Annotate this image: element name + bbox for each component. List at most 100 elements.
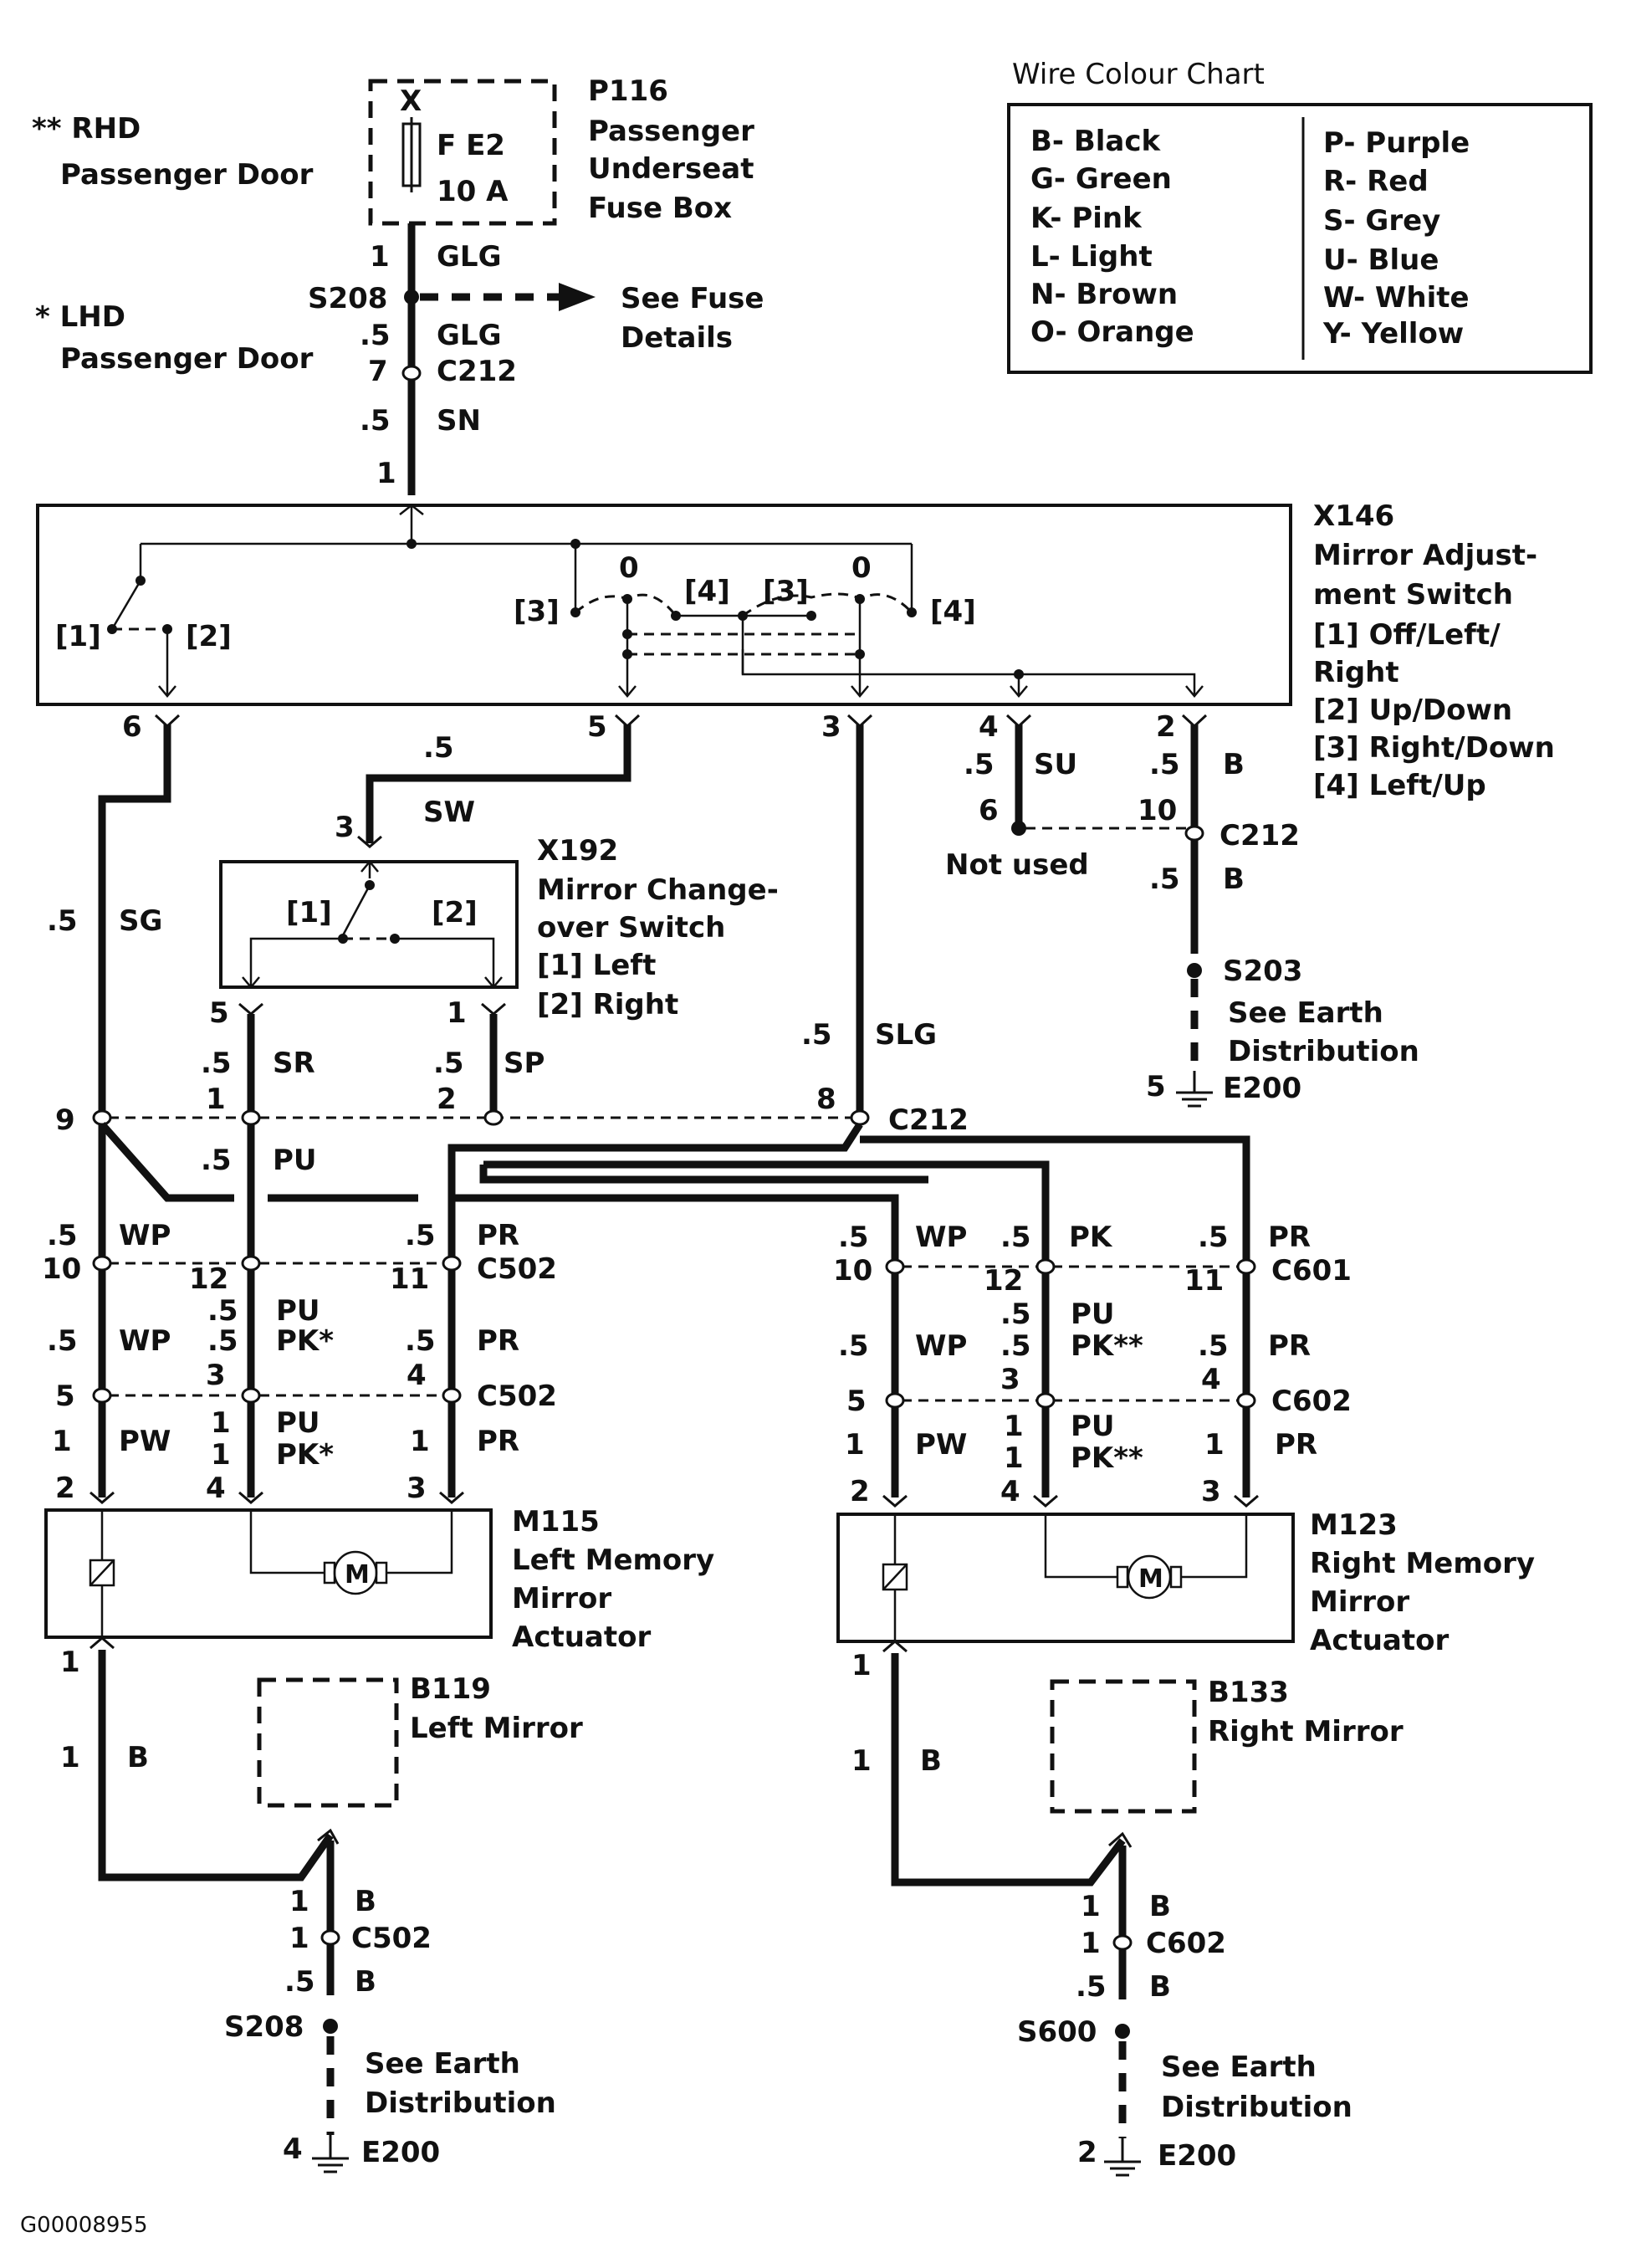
x192-legend-2: [2] Right xyxy=(537,988,678,1021)
feed-gauge-1: .5 xyxy=(360,319,391,352)
left-earth-wire xyxy=(98,1650,334,1881)
splice-s208-left-label: S208 xyxy=(224,2010,304,2044)
x192-pin-5: 5 xyxy=(209,996,229,1030)
x146-pin-6: 6 xyxy=(122,710,142,744)
earth-top-ground-label: E200 xyxy=(1223,1072,1301,1105)
x192-sw-1: [1] xyxy=(286,896,332,929)
m123-pin-4: 4 xyxy=(1000,1475,1020,1508)
left-earth-wire-b: B xyxy=(355,1885,376,1918)
ground-symbol-e200-right xyxy=(1104,2138,1141,2177)
left-pu3-label: PU xyxy=(276,1406,320,1440)
slg-wire-label: SLG xyxy=(875,1018,937,1052)
feed-c212-pin: 7 xyxy=(368,355,388,388)
c502b-pin-4: 4 xyxy=(406,1359,427,1392)
c212-connector-1 xyxy=(241,1109,261,1126)
right-pw-gauge: 1 xyxy=(845,1428,865,1462)
see-fuse-details-2: Details xyxy=(621,321,733,355)
x192-name-1: Mirror Change- xyxy=(537,873,779,907)
right-wp-gauge: .5 xyxy=(838,1221,869,1254)
x146-pin-3: 3 xyxy=(821,710,841,744)
right-pr3-label: PR xyxy=(1275,1428,1317,1462)
c602-pin-4: 4 xyxy=(1201,1363,1221,1396)
x146-legend-4: [4] Left/Up xyxy=(1313,769,1486,802)
c212-connector-2 xyxy=(483,1109,504,1126)
left-pr3-gauge: 1 xyxy=(410,1425,430,1458)
wire-chart-entry: N- Brown xyxy=(1030,278,1178,311)
rhd-note-mark: ** RHD xyxy=(32,112,141,146)
feed-wire-glg-1: GLG xyxy=(437,240,501,274)
fuse-box-name-2: Underseat xyxy=(588,152,754,186)
earth-top-see-1: See Earth xyxy=(1228,996,1383,1030)
left-earth-wire-label: B xyxy=(127,1741,149,1774)
right-earth-gauge-2: .5 xyxy=(1076,1970,1107,2004)
m123-input-terminals xyxy=(882,1494,1259,1508)
earth-top-wire-2: B xyxy=(1223,863,1245,896)
m115-pin-4: 4 xyxy=(206,1472,226,1505)
splice-s203-label: S203 xyxy=(1223,955,1302,988)
see-fuse-details-1: See Fuse xyxy=(621,282,764,315)
x146-sw-3b: [3] xyxy=(763,575,809,608)
x146-pin-terminals xyxy=(154,714,1208,729)
x146-sw-1: [1] xyxy=(55,620,101,653)
rhd-note-label: Passenger Door xyxy=(60,158,314,192)
wire-chart-entry: R- Red xyxy=(1323,165,1429,198)
c502a-pin-10: 10 xyxy=(42,1252,81,1286)
splice-s208-left xyxy=(323,2019,338,2034)
c601-connector-10 xyxy=(885,1258,905,1275)
x146-pin-4: 4 xyxy=(979,710,999,744)
m123-motor-symbol: M xyxy=(1138,1564,1163,1594)
left-pk2-gauge: .5 xyxy=(207,1324,238,1358)
x192-input-terminal xyxy=(357,835,382,848)
c212-pin-1: 1 xyxy=(206,1083,226,1116)
feed-x146-pin: 1 xyxy=(376,457,396,490)
earth-top-c212-label: C212 xyxy=(1220,819,1300,852)
x192-internal-wiring xyxy=(242,860,503,989)
right-pk-wire-cap xyxy=(479,1165,928,1184)
right-pu2-gauge: .5 xyxy=(1000,1298,1031,1331)
c602-pin-5: 5 xyxy=(846,1385,867,1418)
right-earth-wire xyxy=(891,1653,1126,1887)
right-pu2-label: PU xyxy=(1071,1298,1115,1331)
x146-name-1: Mirror Adjust- xyxy=(1313,539,1537,572)
right-pu3-gauge: 1 xyxy=(1004,1410,1024,1443)
c502a-connector-12 xyxy=(241,1255,261,1272)
left-pk2-label: PK* xyxy=(276,1324,334,1358)
right-earth-see-1: See Earth xyxy=(1161,2050,1317,2084)
wire-chart-left-column: B- Black G- Green K- Pink L- Light N- Br… xyxy=(1030,125,1194,349)
right-pk3-gauge: 1 xyxy=(1004,1441,1024,1475)
x146-legend-1: [1] Off/Left/ xyxy=(1313,618,1501,652)
m123-pin-3: 3 xyxy=(1201,1475,1221,1508)
x146-sw-zero-b: 0 xyxy=(851,551,872,585)
x146-pin-5: 5 xyxy=(587,710,607,744)
splice-s208-top xyxy=(404,289,419,305)
left-pr2-gauge: .5 xyxy=(405,1324,436,1358)
su-gauge: .5 xyxy=(964,748,995,781)
left-pu2-gauge: .5 xyxy=(207,1294,238,1328)
slg-gauge: .5 xyxy=(801,1018,832,1052)
wire-chart-right-column: P- Purple R- Red S- Grey U- Blue W- Whit… xyxy=(1322,126,1470,351)
x146-sw-4a: [4] xyxy=(684,575,730,608)
right-pw-label: PW xyxy=(915,1428,967,1462)
m115-pin-out: 1 xyxy=(60,1646,80,1679)
c601-pin-10: 10 xyxy=(833,1254,872,1288)
b119-left-mirror-outline xyxy=(257,1677,399,1808)
c502a-label: C502 xyxy=(477,1252,557,1286)
right-pk2-label: PK** xyxy=(1071,1329,1143,1363)
earth-top-wire-1: B xyxy=(1223,748,1245,781)
c601-connector-11 xyxy=(1236,1258,1256,1275)
wire-chart-entry: Y- Yellow xyxy=(1322,317,1464,351)
c212-pin-8: 8 xyxy=(816,1083,836,1116)
c502b-pin-5: 5 xyxy=(55,1380,75,1413)
right-pr2-gauge: .5 xyxy=(1198,1329,1229,1363)
wire-chart-entry: O- Orange xyxy=(1030,315,1194,349)
m115-input-terminals xyxy=(89,1491,464,1504)
right-pk-wire xyxy=(483,1160,1050,1497)
right-wp-label: WP xyxy=(915,1221,967,1254)
sg-wire xyxy=(98,724,171,1118)
right-wp2-gauge: .5 xyxy=(838,1329,869,1363)
splice-s600 xyxy=(1115,2024,1130,2039)
x192-legend-1: [1] Left xyxy=(537,949,656,982)
feed-gauge-2: .5 xyxy=(360,404,391,438)
wire-chart-box xyxy=(1007,103,1593,374)
